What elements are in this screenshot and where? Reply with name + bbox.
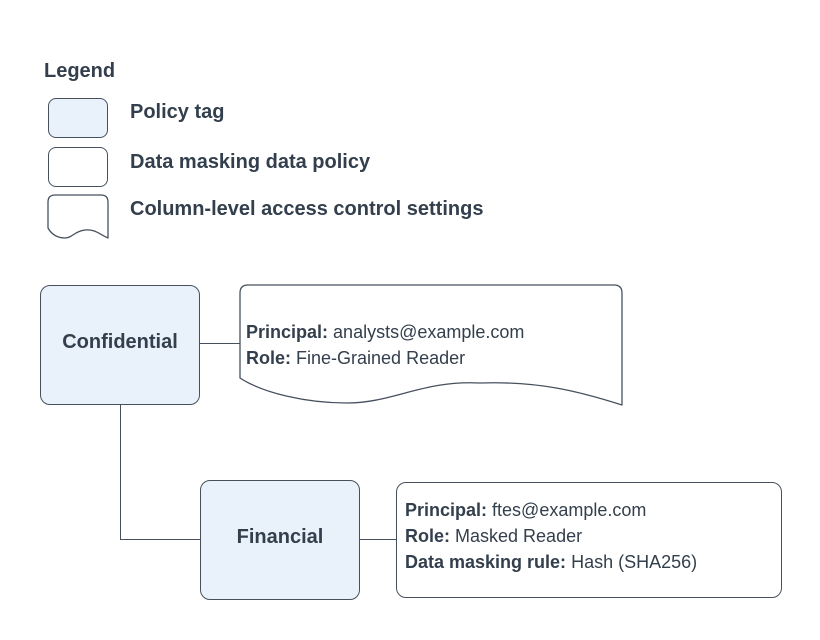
data-masking-policy-swatch-icon — [48, 147, 108, 187]
column-access-doc-shape — [239, 284, 623, 406]
legend-label-column-access: Column-level access control settings — [130, 198, 484, 220]
legend-title: Legend — [44, 60, 116, 82]
connector-confidential-down — [120, 404, 121, 540]
connector-to-financial — [120, 539, 200, 540]
policy-tag-swatch-icon — [48, 98, 108, 138]
doc-line-principal: Principal: analysts@example.com — [246, 322, 525, 342]
connector-confidential-to-doc — [200, 343, 240, 344]
connector-financial-to-policy — [360, 539, 397, 540]
node-confidential-label: Confidential — [62, 330, 178, 353]
node-financial-label: Financial — [236, 525, 324, 548]
masking-policy-text: Principal: ftes@example.com Role: Masked… — [405, 497, 697, 575]
policy-line-principal: Principal: ftes@example.com — [405, 500, 647, 520]
doc-line-role: Role: Fine-Grained Reader — [246, 348, 466, 368]
legend-label-data-masking-policy: Data masking data policy — [130, 151, 371, 173]
policy-line-masking-rule: Data masking rule: Hash (SHA256) — [405, 552, 698, 572]
node-financial: Financial — [200, 480, 360, 600]
legend-label-policy-tag: Policy tag — [130, 101, 225, 123]
masking-policy-box: Principal: ftes@example.com Role: Masked… — [396, 482, 782, 598]
policy-line-role: Role: Masked Reader — [405, 526, 583, 546]
node-confidential: Confidential — [40, 285, 200, 405]
column-access-doc-text: Principal: analysts@example.com Role: Fi… — [246, 319, 524, 371]
column-access-swatch-icon — [47, 194, 109, 239]
